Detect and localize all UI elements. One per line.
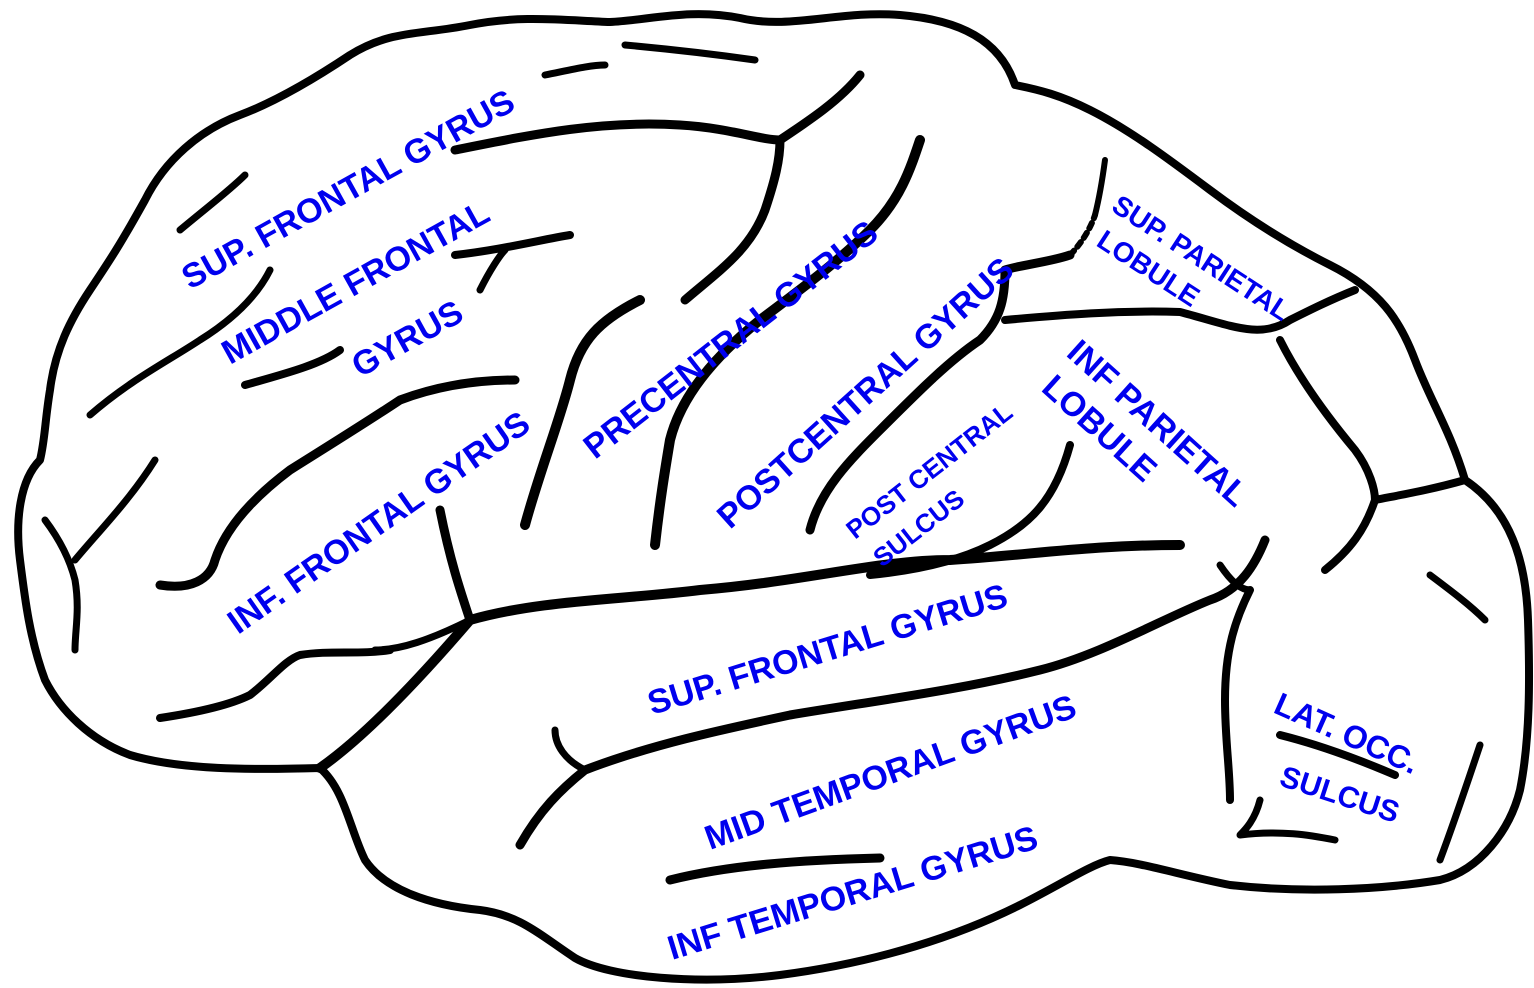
lateral-sulcus-ascending-ramus <box>440 510 470 620</box>
superior-temporal-sulcus <box>520 540 1265 845</box>
superior-frontal-fragment <box>180 175 245 230</box>
occipital-fragment-c <box>1440 745 1480 860</box>
superior-frontal-fragment-b <box>545 65 605 75</box>
precentral-sulcus-upper <box>685 140 780 300</box>
label-inf-frontal-gyrus: INF. FRONTAL GYRUS <box>221 404 537 641</box>
sts-branch-a <box>555 730 585 770</box>
label-middle-frontal-gyrus: GYRUS <box>345 293 469 385</box>
parietal-notch <box>1095 160 1105 215</box>
orbital-fragment-b <box>75 460 155 560</box>
transverse-occipital <box>1325 500 1375 570</box>
parieto-occipital-line <box>1280 340 1465 500</box>
orbital-fragment-c <box>160 650 390 718</box>
occipital-fragment-a <box>1430 575 1485 620</box>
middle-frontal-fragment-c <box>480 250 505 290</box>
orbital-fragment <box>45 520 77 650</box>
label-sup-frontal-gyrus-temporal: SUP. FRONTAL GYRUS <box>643 577 1012 723</box>
sts-occipital-branch <box>1225 590 1250 800</box>
superior-frontal-fragment-c <box>625 45 755 60</box>
label-postcentral-gyrus: POSTCENTRAL GYRUS <box>710 250 1021 536</box>
